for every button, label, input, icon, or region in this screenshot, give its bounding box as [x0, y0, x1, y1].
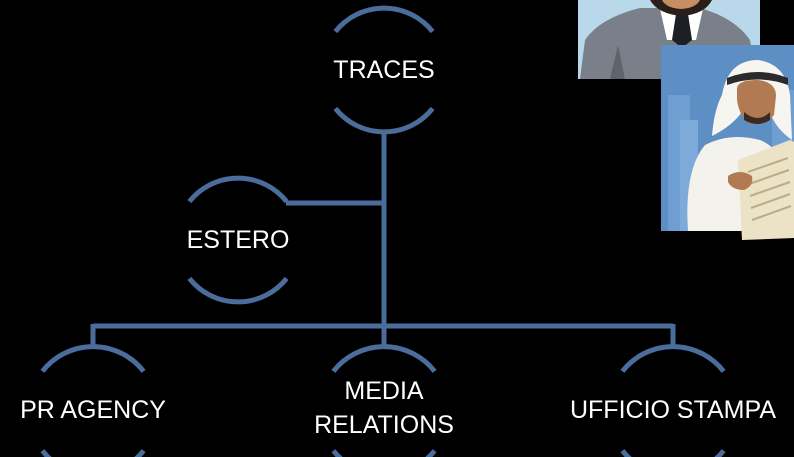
node-media-relations-label: MEDIA RELATIONS — [314, 377, 454, 439]
node-media-relations-bottom-arc — [331, 449, 437, 457]
node-pr-agency-top-arc — [40, 344, 146, 373]
connector-lines — [90, 132, 676, 349]
node-traces-top-arc — [333, 5, 435, 34]
node-estero-top-arc — [187, 175, 289, 204]
node-arcs — [40, 5, 726, 457]
node-traces-bottom-arc — [333, 106, 435, 135]
node-estero-bottom-arc — [187, 276, 289, 305]
node-estero-label: ESTERO — [186, 226, 290, 254]
node-media-relations-top-arc — [331, 344, 437, 373]
node-pr-agency-bottom-arc — [40, 449, 146, 457]
node-ufficio-stampa-top-arc — [620, 344, 726, 373]
arab-man-reading-newspaper-clipart — [661, 45, 794, 240]
node-ufficio-stampa-label: UFFICIO STAMPA — [569, 396, 777, 424]
node-ufficio-stampa-bottom-arc — [620, 449, 726, 457]
node-traces-label: TRACES — [333, 56, 435, 84]
node-pr-agency-label: PR AGENCY — [20, 396, 166, 424]
